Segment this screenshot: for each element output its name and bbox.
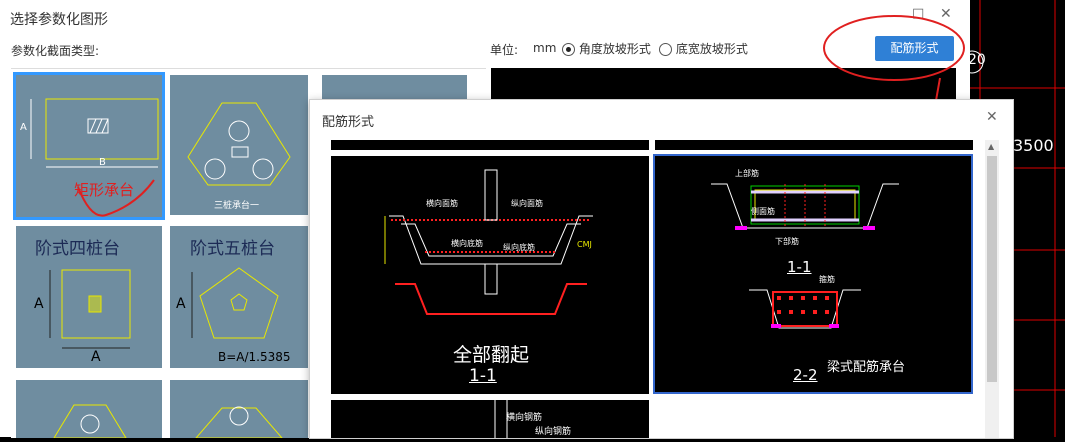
thumb-three-pile-cap[interactable]: 三桩承台一 — [170, 75, 308, 215]
stepped-four-pile-drawing — [49, 269, 131, 349]
code-cmj: CMJ — [577, 240, 592, 249]
label-horizontal-bottom: 横向底筋 — [451, 239, 483, 248]
dialog-title: 选择参数化图形 — [10, 12, 108, 28]
thumb-rect-cap[interactable]: A B 矩形承台 — [13, 72, 165, 220]
row3-b-drawing — [195, 406, 283, 438]
row3-a-drawing — [53, 404, 127, 438]
radio-angle-slope[interactable]: 角度放坡形式 — [562, 40, 651, 57]
label-horizontal-rebar: 横向钢筋 — [506, 413, 543, 423]
section-type-label: 参数化截面类型: — [11, 44, 100, 58]
panel-third[interactable]: 横向钢筋 纵向钢筋 — [331, 400, 649, 438]
sub-close-icon[interactable]: ✕ — [986, 109, 998, 125]
radio-button[interactable] — [659, 43, 672, 56]
section-bottom-label: 2-2 — [793, 366, 818, 384]
close-icon[interactable]: ✕ — [940, 6, 952, 22]
stepped-five-pile-drawing — [191, 267, 279, 339]
rebar-config-button[interactable]: 配筋形式 — [875, 36, 954, 61]
dim-b-label: B=A/1.5385 — [218, 350, 291, 364]
label-top-rebar: 上部筋 — [735, 169, 759, 178]
dim-b-label: A — [91, 349, 101, 365]
thumb-stepped-four-pile[interactable]: 阶式四桩台 A A — [16, 226, 162, 368]
label-bottom-rebar: 下部筋 — [775, 237, 799, 246]
panel-list: 横向面筋 纵向面筋 横向底筋 纵向底筋 CMJ 全部翻起 1-1 — [330, 140, 978, 438]
thumb-row3-b[interactable] — [170, 380, 308, 438]
scrollbar[interactable]: ▲ — [985, 140, 999, 438]
sub-dialog-title: 配筋形式 — [322, 115, 375, 130]
three-pile-cap-drawing — [187, 102, 291, 186]
scrollbar-thumb[interactable] — [987, 156, 997, 382]
panel-beam-style[interactable]: 上部筋 下部筋 侧面筋 箍筋 1-1 2-2 梁式配筋承台 — [653, 154, 973, 394]
dim-b-label: B — [99, 157, 106, 168]
dim-a-label: A — [20, 122, 27, 133]
rect-cap-drawing — [30, 98, 159, 217]
unit-label: 单位: — [490, 43, 519, 57]
thumb-caption: 阶式四桩台 — [35, 239, 120, 259]
cad-label-top: 20 — [968, 52, 986, 68]
rebar-config-dialog: 配筋形式 ✕ 横向面筋 纵向面筋 横向底筋 纵向底筋 CMJ 全部翻起 1-1 — [309, 99, 1014, 439]
radio-bottom-width-slope-label: 底宽放坡形式 — [675, 42, 748, 56]
section-label: 1-1 — [469, 366, 497, 386]
section-top-label: 1-1 — [787, 258, 812, 276]
thumb-row3-a[interactable] — [16, 380, 162, 438]
panel-prev-a[interactable] — [331, 140, 649, 150]
dim-a-label: A — [34, 296, 44, 312]
scroll-up-icon[interactable]: ▲ — [988, 142, 995, 151]
thumb-stepped-five-pile[interactable]: 阶式五桩台 A B=A/1.5385 — [170, 226, 308, 368]
panel-caption: 全部翻起 — [453, 344, 530, 366]
all-flip-up-drawing — [384, 169, 593, 315]
label-vertical-bottom: 纵向底筋 — [503, 243, 535, 252]
third-panel-drawing — [494, 400, 508, 438]
radio-angle-slope-label: 角度放坡形式 — [578, 42, 651, 56]
unit-value: mm — [533, 41, 557, 55]
dim-a-label: A — [176, 296, 186, 312]
thumb-caption: 三桩承台一 — [214, 201, 260, 211]
panel-caption: 梁式配筋承台 — [827, 360, 906, 375]
cad-label-mid: 3500 — [1013, 136, 1054, 155]
panel-all-flip-up[interactable]: 横向面筋 纵向面筋 横向底筋 纵向底筋 CMJ 全部翻起 1-1 — [331, 156, 649, 394]
label-vertical-rebar: 纵向钢筋 — [535, 427, 572, 437]
beam-style-drawing — [711, 183, 899, 329]
radio-bottom-width-slope[interactable]: 底宽放坡形式 — [659, 40, 748, 57]
label-side-rebar: 侧面筋 — [751, 207, 775, 216]
radio-button-selected[interactable] — [562, 43, 575, 56]
panel-prev-b[interactable] — [655, 140, 973, 150]
thumb-caption: 阶式五桩台 — [190, 239, 275, 259]
label-horizontal-top: 横向面筋 — [426, 199, 458, 208]
label-stirrup: 箍筋 — [819, 275, 835, 284]
thumb-caption: 矩形承台 — [74, 181, 135, 199]
label-vertical-top: 纵向面筋 — [511, 199, 543, 208]
